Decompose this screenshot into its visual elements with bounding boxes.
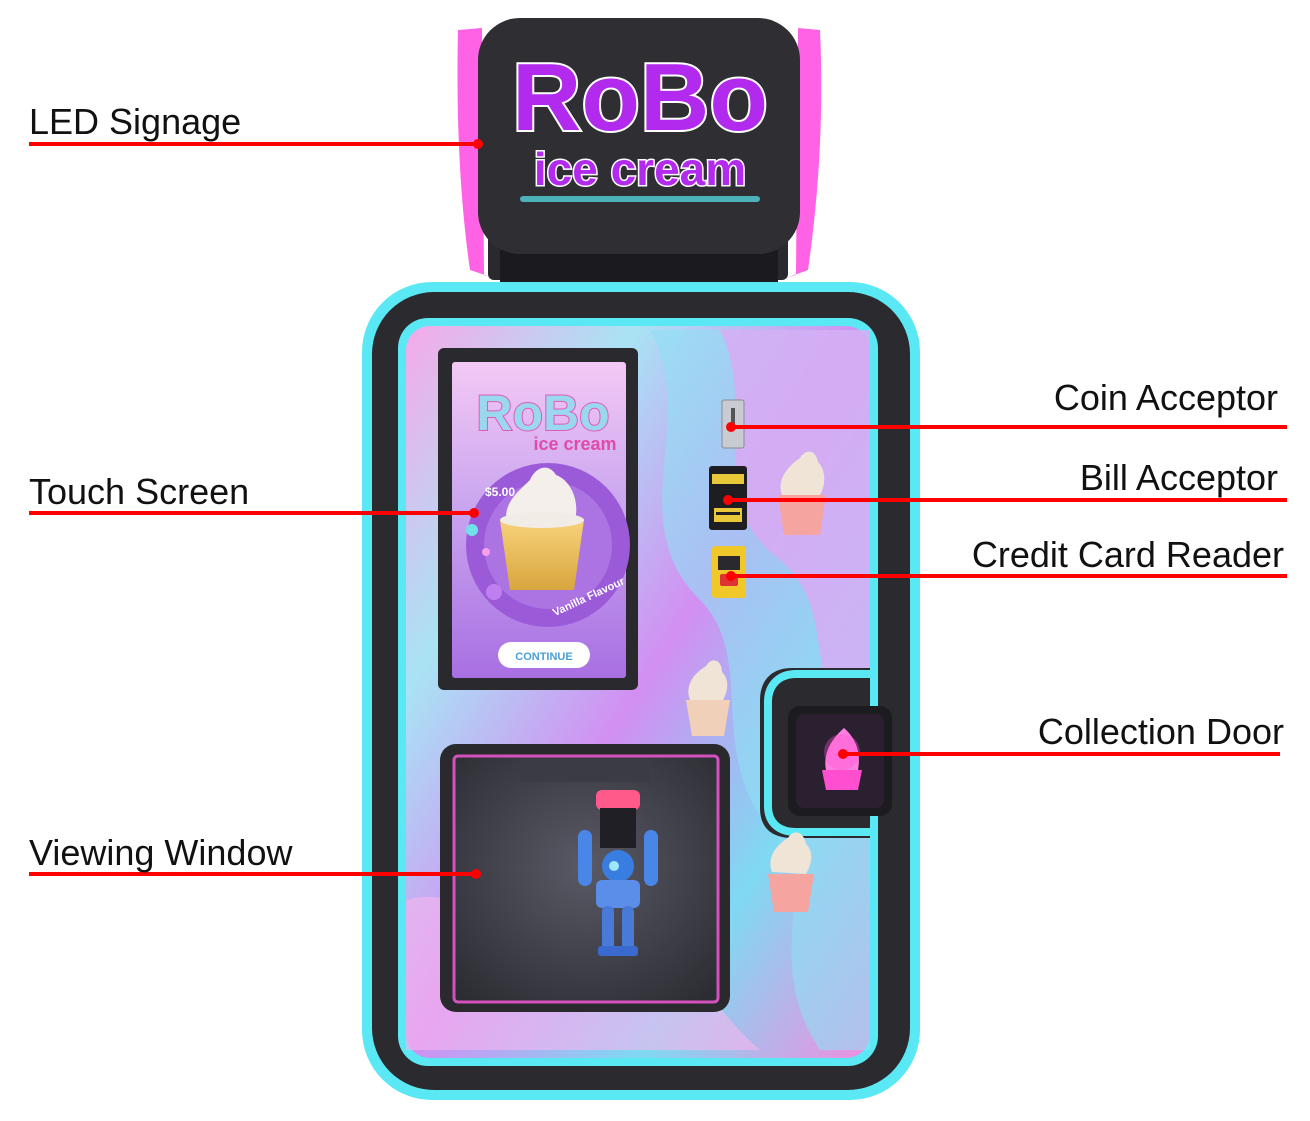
decorative-ice-cream-icon — [686, 660, 730, 736]
callout-dots — [469, 139, 848, 879]
ice-cream-swirl-icon — [506, 467, 577, 525]
coin-acceptor-callout-dot — [726, 422, 736, 432]
decorative-ice-cream-icon — [768, 832, 814, 912]
price-label: $5.00 — [485, 485, 515, 499]
collection-door-callout-dot — [838, 749, 848, 759]
viewing-window — [440, 744, 730, 1012]
viewing-window-callout-dot — [471, 869, 481, 879]
viewing-window-label: Viewing Window — [29, 832, 293, 873]
screen-logo-line1: RoBo — [476, 385, 609, 441]
coin-acceptor-label: Coin Acceptor — [1053, 377, 1278, 418]
bill-acceptor-callout-dot — [723, 495, 733, 505]
screen-logo-line2: ice cream — [533, 434, 616, 454]
collection-door — [788, 706, 892, 816]
callout-lines — [29, 142, 1287, 876]
led-signage-label: LED Signage — [29, 101, 242, 142]
collection-door-label: Collection Door — [1037, 711, 1284, 752]
signage-logo-line2: ice cream — [534, 143, 746, 195]
continue-button[interactable] — [498, 642, 590, 668]
credit-card-reader-label: Credit Card Reader — [971, 534, 1284, 575]
credit-card-reader-callout-dot — [726, 571, 736, 581]
signage-logo-line1: RoBo — [512, 44, 768, 151]
decorative-ice-cream-icon — [778, 451, 826, 535]
touch-screen-callout-dot — [469, 508, 479, 518]
led-signage: RoBo ice cream — [457, 18, 822, 282]
led-signage-callout-dot — [473, 139, 483, 149]
bill-acceptor-label: Bill Acceptor — [1079, 457, 1278, 498]
ice-cream-cup-icon — [500, 520, 584, 590]
touch-screen-label: Touch Screen — [29, 471, 250, 512]
continue-button-label: CONTINUE — [515, 651, 572, 663]
touch-screen: RoBo ice cream $5.00 Vanilla Flavour CON… — [438, 348, 638, 690]
robot-icon — [578, 790, 658, 956]
